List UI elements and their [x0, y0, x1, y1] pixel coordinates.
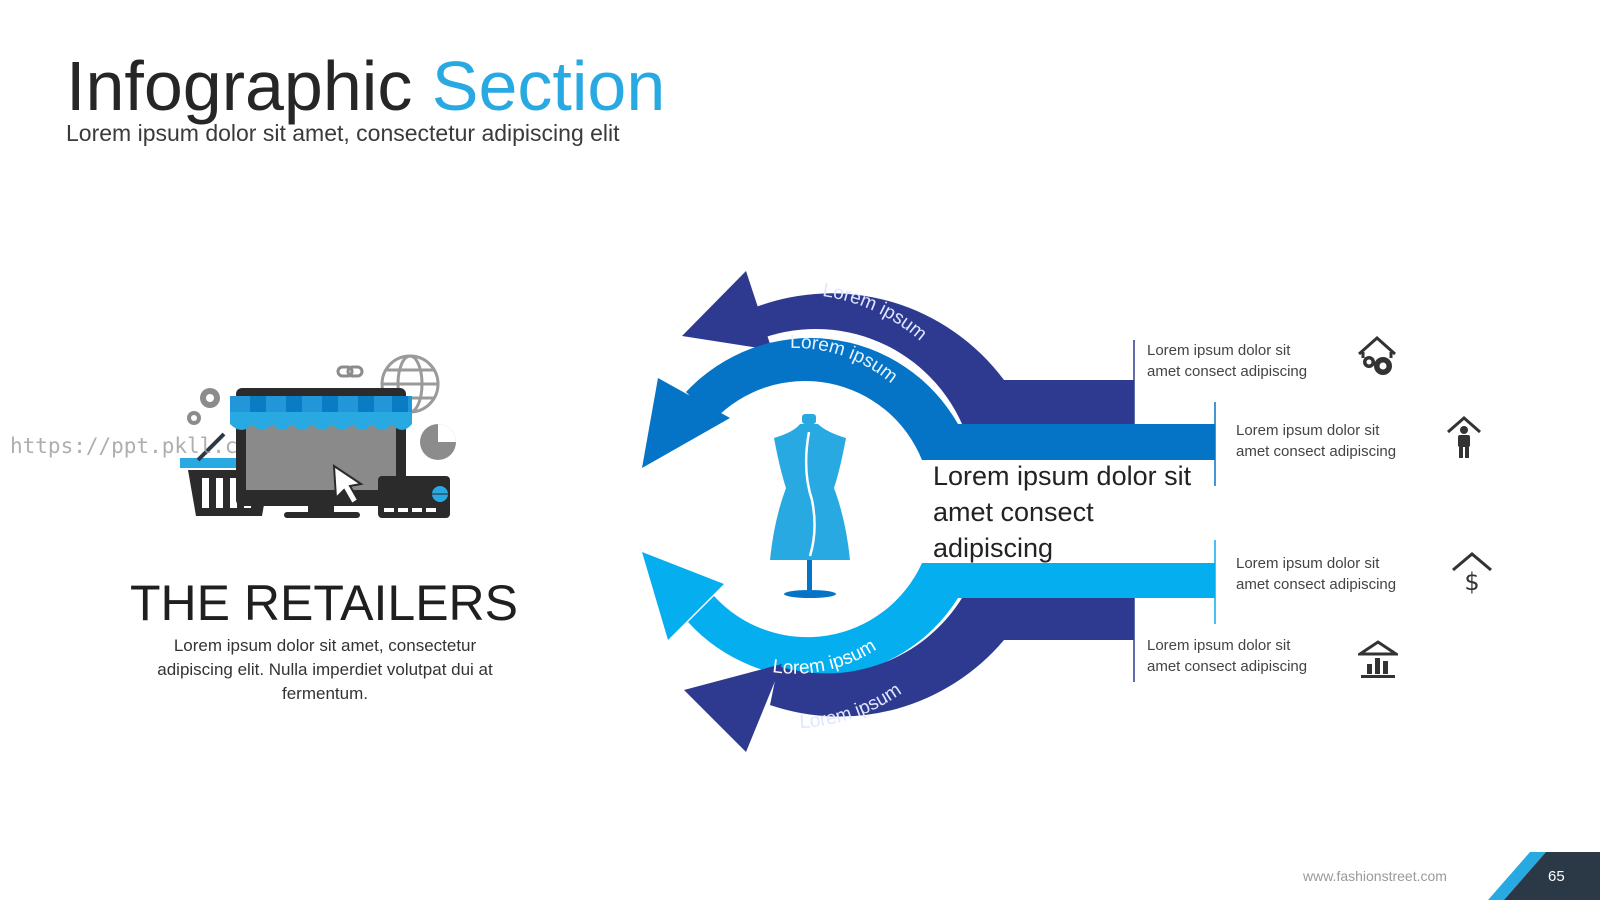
bottom-outer-arrowhead	[684, 664, 782, 752]
house-person-icon	[1447, 416, 1481, 458]
pie-chart-icon	[420, 424, 456, 460]
title-accent: Section	[431, 47, 666, 125]
house-dollar-icon: $	[1452, 552, 1492, 594]
top-outer-band	[748, 293, 1134, 424]
bottom-inner-band	[688, 563, 1215, 678]
dress-form-icon	[770, 414, 850, 598]
page-title: Infographic Section	[66, 46, 665, 126]
svg-text:$: $	[1464, 568, 1479, 594]
bottom-inner-arrowhead	[642, 552, 724, 640]
page-number: 65	[1548, 868, 1565, 885]
credit-card-icon	[378, 476, 450, 518]
item-text-3: Lorem ipsum dolor sit amet consect adipi…	[1236, 555, 1397, 593]
retailers-title: THE RETAILERS	[129, 575, 519, 631]
retailers-description: Lorem ipsum dolor sit amet, consectetur …	[157, 636, 493, 703]
center-text: Lorem ipsum dolor sit amet consect adipi…	[933, 461, 1192, 563]
house-gears-icon	[1358, 335, 1396, 375]
awning-icon	[230, 396, 412, 430]
footer-url: www.fashionstreet.com	[1303, 868, 1447, 884]
page-subtitle: Lorem ipsum dolor sit amet, consectetur …	[66, 120, 620, 146]
cursor-icon	[332, 464, 364, 506]
item-text-4: Lorem ipsum dolor sit amet consect adipi…	[1147, 637, 1308, 675]
title-main: Infographic	[66, 47, 413, 125]
top-outer-arrowhead	[682, 271, 772, 350]
item-text-1: Lorem ipsum dolor sit amet consect adipi…	[1147, 342, 1308, 380]
watermark-text: https://ppt.pkll.c	[10, 434, 238, 458]
item-text-2: Lorem ipsum dolor sit amet consect adipi…	[1236, 422, 1397, 460]
top-inner-arrowhead	[642, 378, 730, 468]
gears-icon	[187, 388, 220, 425]
link-icon	[336, 365, 364, 378]
top-inner-band	[686, 338, 1215, 460]
bank-chart-icon	[1358, 640, 1398, 678]
bottom-outer-band	[770, 598, 1134, 717]
online-store-illustration	[180, 354, 456, 518]
